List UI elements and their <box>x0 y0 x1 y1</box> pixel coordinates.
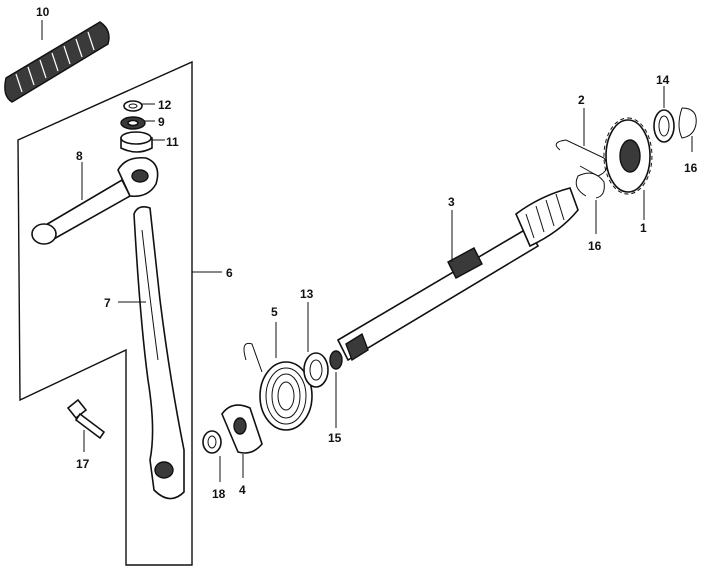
kick-pedal-arm <box>31 156 159 245</box>
callout-14: 14 <box>656 73 670 87</box>
pinch-bolt-17 <box>66 398 106 440</box>
circlip-16-outer <box>678 107 697 139</box>
callout-18: 18 <box>212 487 226 501</box>
callout-8: 8 <box>76 149 83 163</box>
kick-grip-rubber <box>4 21 110 103</box>
callout-13: 13 <box>300 287 314 301</box>
washer-13 <box>303 352 329 388</box>
kick-starter-arm <box>133 206 185 500</box>
callout-16-lower: 16 <box>588 239 602 253</box>
washer-18 <box>202 430 222 454</box>
callout-5: 5 <box>271 305 278 319</box>
callout-1: 1 <box>640 221 647 235</box>
ratchet-spring-2 <box>555 139 608 177</box>
callout-15: 15 <box>328 431 342 445</box>
callout-4: 4 <box>239 483 246 497</box>
callout-17: 17 <box>76 457 90 471</box>
spring-collar-4 <box>221 404 263 454</box>
callout-11: 11 <box>166 135 179 149</box>
kick-spring-5 <box>243 342 313 431</box>
circlip-15 <box>329 350 343 370</box>
callout-12: 12 <box>158 98 172 112</box>
kick-spindle-3 <box>336 187 579 362</box>
callout-10: 10 <box>36 5 50 19</box>
kick-gear-1 <box>603 117 653 195</box>
washer-12 <box>123 100 143 112</box>
callout-6: 6 <box>226 266 233 280</box>
callout-16-upper: 16 <box>684 161 698 175</box>
circlip-16 <box>575 172 605 199</box>
callout-7: 7 <box>104 296 111 310</box>
callout-3: 3 <box>448 195 455 209</box>
callout-2: 2 <box>578 93 585 107</box>
assembly-group-outline <box>17 60 193 566</box>
washer-14 <box>653 109 675 143</box>
callout-9: 9 <box>158 115 165 129</box>
